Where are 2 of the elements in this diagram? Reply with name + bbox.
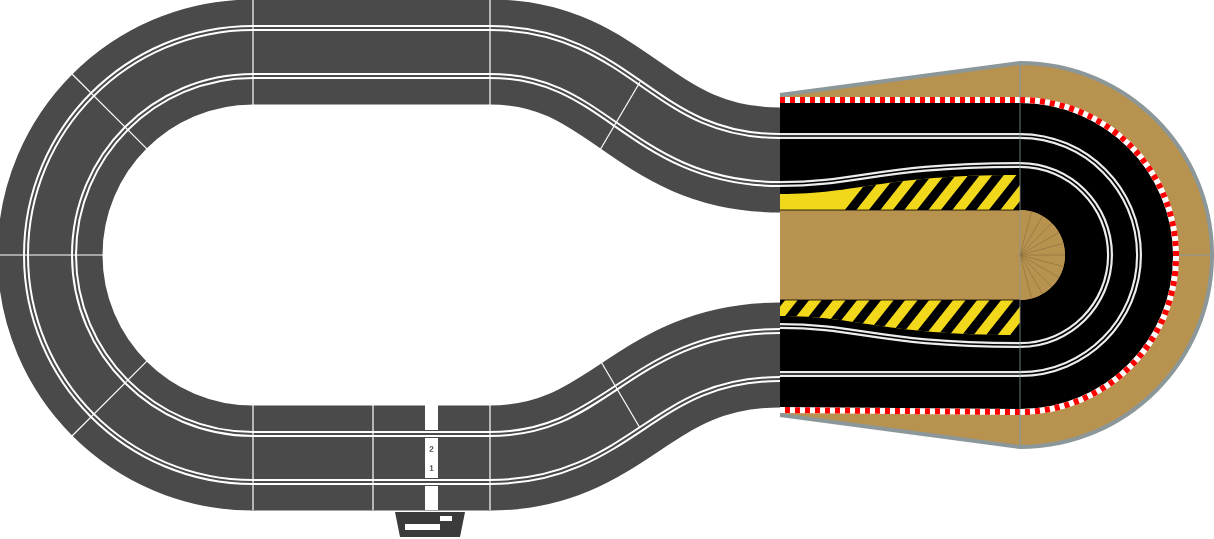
lane-number: 1 — [429, 465, 434, 471]
lane-number: 2 — [429, 446, 434, 452]
